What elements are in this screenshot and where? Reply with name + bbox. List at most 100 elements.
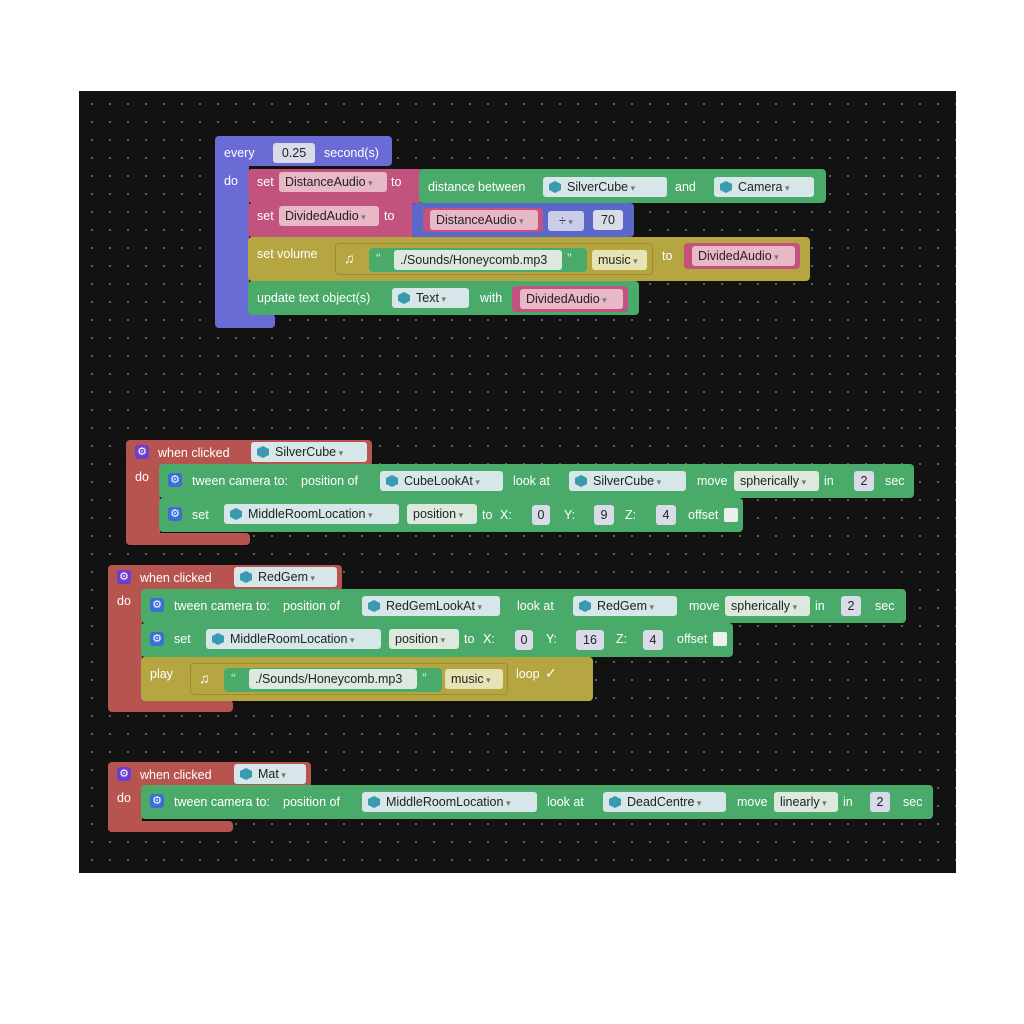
- distanceaudio-var-field[interactable]: DistanceAudio: [430, 210, 538, 230]
- to-label: to: [662, 249, 673, 263]
- and-label: and: [675, 180, 696, 194]
- cubelookat-dropdown[interactable]: CubeLookAt: [380, 471, 503, 491]
- with-label: with: [480, 291, 503, 305]
- move-label: move: [697, 474, 728, 488]
- dividedaudio-var-field[interactable]: DividedAudio: [520, 289, 623, 309]
- cube-icon: [368, 796, 380, 808]
- silvercube-trigger-dropdown[interactable]: SilverCube: [251, 442, 367, 462]
- set-volume-label: set volume: [257, 247, 318, 261]
- x-field[interactable]: 0: [532, 505, 550, 525]
- offset-checkbox[interactable]: [713, 632, 727, 646]
- gear-icon[interactable]: ⚙: [117, 767, 131, 781]
- divisor-field[interactable]: 70: [593, 210, 623, 230]
- offset-label: offset: [688, 508, 719, 522]
- gear-icon[interactable]: ⚙: [150, 794, 164, 808]
- sec-label: sec: [903, 795, 923, 809]
- gear-icon[interactable]: ⚙: [168, 507, 182, 521]
- position-of-label: position of: [301, 474, 358, 488]
- position-of-label: position of: [283, 795, 340, 809]
- cube-icon: [386, 475, 398, 487]
- do-label: do: [117, 594, 131, 608]
- z-field[interactable]: 4: [643, 630, 663, 650]
- redgem-trigger-dropdown[interactable]: RedGem: [234, 567, 337, 587]
- middleroomlocation-dropdown[interactable]: MiddleRoomLocation: [224, 504, 399, 524]
- sound-type-dropdown[interactable]: music: [445, 669, 503, 689]
- when-clicked-label: when clicked: [140, 571, 212, 585]
- to-label: to: [384, 209, 395, 223]
- seconds-field[interactable]: 2: [841, 596, 861, 616]
- seconds-field[interactable]: 2: [854, 471, 874, 491]
- loop-label: loop: [516, 667, 540, 681]
- sound-type-dropdown[interactable]: music: [592, 250, 647, 270]
- when-clicked-silvercube-foot: [126, 533, 250, 545]
- when-clicked-silvercube-spine: [126, 461, 160, 543]
- cube-icon: [549, 181, 561, 193]
- property-dropdown[interactable]: position: [389, 629, 459, 649]
- deadcentre-dropdown[interactable]: DeadCentre: [603, 792, 726, 812]
- cube-icon: [257, 446, 269, 458]
- gear-icon[interactable]: ⚙: [168, 473, 182, 487]
- every-block-foot: [215, 314, 275, 328]
- when-clicked-mat-foot: [108, 821, 233, 832]
- redgem-look-dropdown[interactable]: RedGem: [573, 596, 677, 616]
- y-field[interactable]: 16: [576, 630, 604, 650]
- cube-icon: [240, 768, 252, 780]
- when-clicked-label: when clicked: [158, 446, 230, 460]
- when-clicked-redgem-foot: [108, 700, 233, 712]
- var-distanceaudio-dropdown[interactable]: DistanceAudio: [279, 172, 387, 192]
- operator-dropdown[interactable]: ÷: [548, 211, 584, 231]
- mat-trigger-dropdown[interactable]: Mat: [234, 764, 306, 784]
- every-label: every: [224, 146, 255, 160]
- middleroomlocation-dropdown[interactable]: MiddleRoomLocation: [362, 792, 537, 812]
- to-label: to: [482, 508, 493, 522]
- middleroomlocation-dropdown[interactable]: MiddleRoomLocation: [206, 629, 381, 649]
- z-label: Z:: [625, 508, 637, 522]
- cube-icon: [720, 181, 732, 193]
- gear-icon[interactable]: ⚙: [150, 598, 164, 612]
- in-label: in: [843, 795, 853, 809]
- loop-checkbox[interactable]: ✓: [545, 665, 557, 681]
- seconds-field[interactable]: 2: [870, 792, 890, 812]
- cube-icon: [230, 508, 242, 520]
- sound-path-field[interactable]: ./Sounds/Honeycomb.mp3: [394, 250, 562, 270]
- look-at-label: look at: [517, 599, 554, 613]
- workspace-canvas[interactable]: every 0.25 second(s) do set DistanceAudi…: [79, 91, 956, 873]
- open-quote-icon: “: [231, 670, 236, 686]
- cube-icon: [609, 796, 621, 808]
- move-style-dropdown[interactable]: linearly: [774, 792, 838, 812]
- text-object-dropdown[interactable]: Text: [392, 288, 469, 308]
- set-label: set: [192, 508, 209, 522]
- cube-icon: [398, 292, 410, 304]
- position-of-label: position of: [283, 599, 340, 613]
- var-dividedaudio-dropdown[interactable]: DividedAudio: [279, 206, 379, 226]
- y-field[interactable]: 9: [594, 505, 614, 525]
- move-style-dropdown[interactable]: spherically: [734, 471, 819, 491]
- sec-label: sec: [875, 599, 895, 613]
- in-label: in: [815, 599, 825, 613]
- move-style-dropdown[interactable]: spherically: [725, 596, 810, 616]
- dividedaudio-var-field[interactable]: DividedAudio: [692, 246, 795, 266]
- gear-icon[interactable]: ⚙: [135, 445, 149, 459]
- sound-path-field[interactable]: ./Sounds/Honeycomb.mp3: [249, 669, 417, 689]
- x-field[interactable]: 0: [515, 630, 533, 650]
- when-clicked-label: when clicked: [140, 768, 212, 782]
- camera-dropdown[interactable]: Camera: [714, 177, 814, 197]
- silvercube-dropdown[interactable]: SilverCube: [543, 177, 667, 197]
- unit-label: second(s): [324, 146, 379, 160]
- cube-icon: [240, 571, 252, 583]
- gear-icon[interactable]: ⚙: [150, 632, 164, 646]
- cube-icon: [579, 600, 591, 612]
- interval-field[interactable]: 0.25: [273, 143, 315, 163]
- look-at-label: look at: [513, 474, 550, 488]
- move-label: move: [689, 599, 720, 613]
- gear-icon[interactable]: ⚙: [117, 570, 131, 584]
- z-field[interactable]: 4: [656, 505, 676, 525]
- offset-checkbox[interactable]: [724, 508, 738, 522]
- property-dropdown[interactable]: position: [407, 504, 477, 524]
- redgemlookat-dropdown[interactable]: RedGemLookAt: [362, 596, 500, 616]
- silvercube-look-dropdown[interactable]: SilverCube: [569, 471, 686, 491]
- tween-label: tween camera to:: [192, 474, 288, 488]
- look-at-label: look at: [547, 795, 584, 809]
- z-label: Z:: [616, 632, 628, 646]
- do-label: do: [135, 470, 149, 484]
